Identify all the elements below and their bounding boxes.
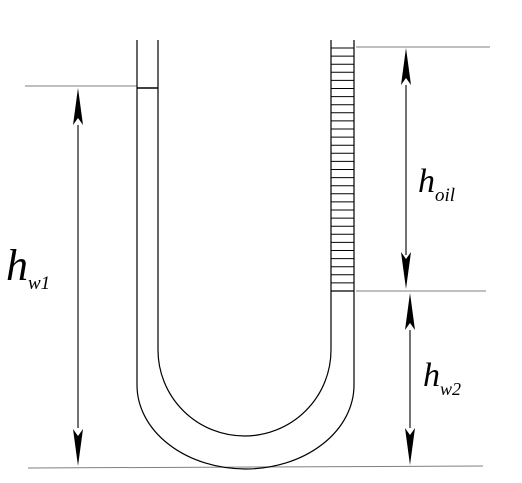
dimension-hoil-arrow-top	[401, 48, 411, 85]
label-hw1-subscript: w1	[28, 273, 50, 294]
u-tube-inner-bend	[157, 349, 332, 437]
label-hoil-subscript: oil	[435, 185, 455, 206]
dimension-hw2	[405, 293, 415, 465]
dimension-hw2-arrow-top	[405, 293, 415, 330]
dimension-hw1-arrow-top	[73, 88, 83, 125]
label-hw2: hw2	[423, 357, 461, 399]
oil-column-hatching	[331, 47, 354, 284]
reference-lines	[25, 46, 490, 469]
label-hoil-base: h	[418, 163, 435, 200]
label-hw1: hw1	[6, 241, 50, 294]
label-hw2-base: h	[423, 357, 440, 394]
dimension-hoil	[401, 48, 411, 289]
dimension-hw1-arrow-bottom	[73, 429, 83, 466]
dimension-hw2-arrow-bottom	[405, 428, 415, 465]
label-hw1-base: h	[6, 241, 28, 290]
dimension-hoil-arrow-bottom	[401, 252, 411, 289]
reference-line-bottom	[27, 465, 484, 469]
u-tube	[136, 40, 355, 470]
u-tube-outer-bend	[136, 384, 355, 470]
label-hoil: hoil	[418, 163, 455, 206]
label-hw2-subscript: w2	[440, 379, 461, 399]
dimension-hw1	[73, 88, 83, 466]
